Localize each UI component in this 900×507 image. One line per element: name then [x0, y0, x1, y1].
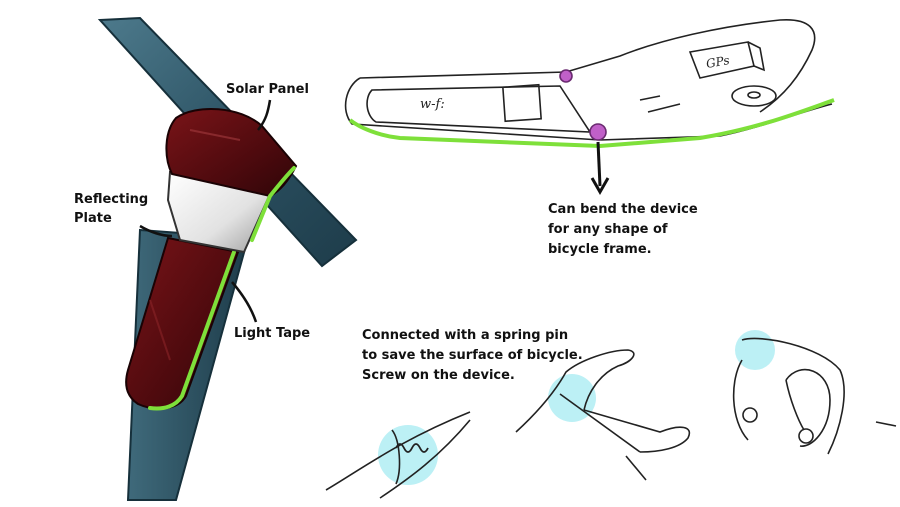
leader-light-tape — [232, 282, 256, 322]
note-bend-device: Can bend the device for any shape of bic… — [548, 200, 698, 260]
spring-highlight-1 — [378, 425, 438, 485]
round-button — [732, 86, 776, 106]
note-spring-pin: Connected with a spring pin to save the … — [362, 326, 583, 386]
label-reflecting-line1: Reflecting — [74, 190, 148, 209]
hinge-bottom — [590, 124, 606, 140]
hinge-top — [560, 70, 572, 82]
label-reflecting-plate: Reflecting Plate — [74, 190, 148, 228]
note-spring-line3: Screw on the device. — [362, 366, 583, 386]
label-reflecting-line2: Plate — [74, 209, 148, 228]
gps-sketch-label: GPs — [705, 53, 731, 71]
note-bend-line2: for any shape of — [548, 220, 698, 240]
device-strip-outline — [346, 20, 832, 140]
label-light-tape: Light Tape — [234, 324, 310, 343]
label-solar-panel: Solar Panel — [226, 80, 309, 99]
spring-highlight-3 — [735, 330, 775, 370]
wifi-sketch-label: w-f: — [420, 97, 445, 112]
leader-solar-panel — [258, 100, 270, 130]
note-spring-line2: to save the surface of bicycle. — [362, 346, 583, 366]
bend-arrow — [598, 142, 600, 186]
note-bend-line1: Can bend the device — [548, 200, 698, 220]
screw-2 — [799, 429, 813, 443]
flat-device-sketch — [346, 20, 834, 192]
note-bend-line3: bicycle frame. — [548, 240, 698, 260]
screw-1 — [743, 408, 757, 422]
note-spring-line1: Connected with a spring pin — [362, 326, 583, 346]
